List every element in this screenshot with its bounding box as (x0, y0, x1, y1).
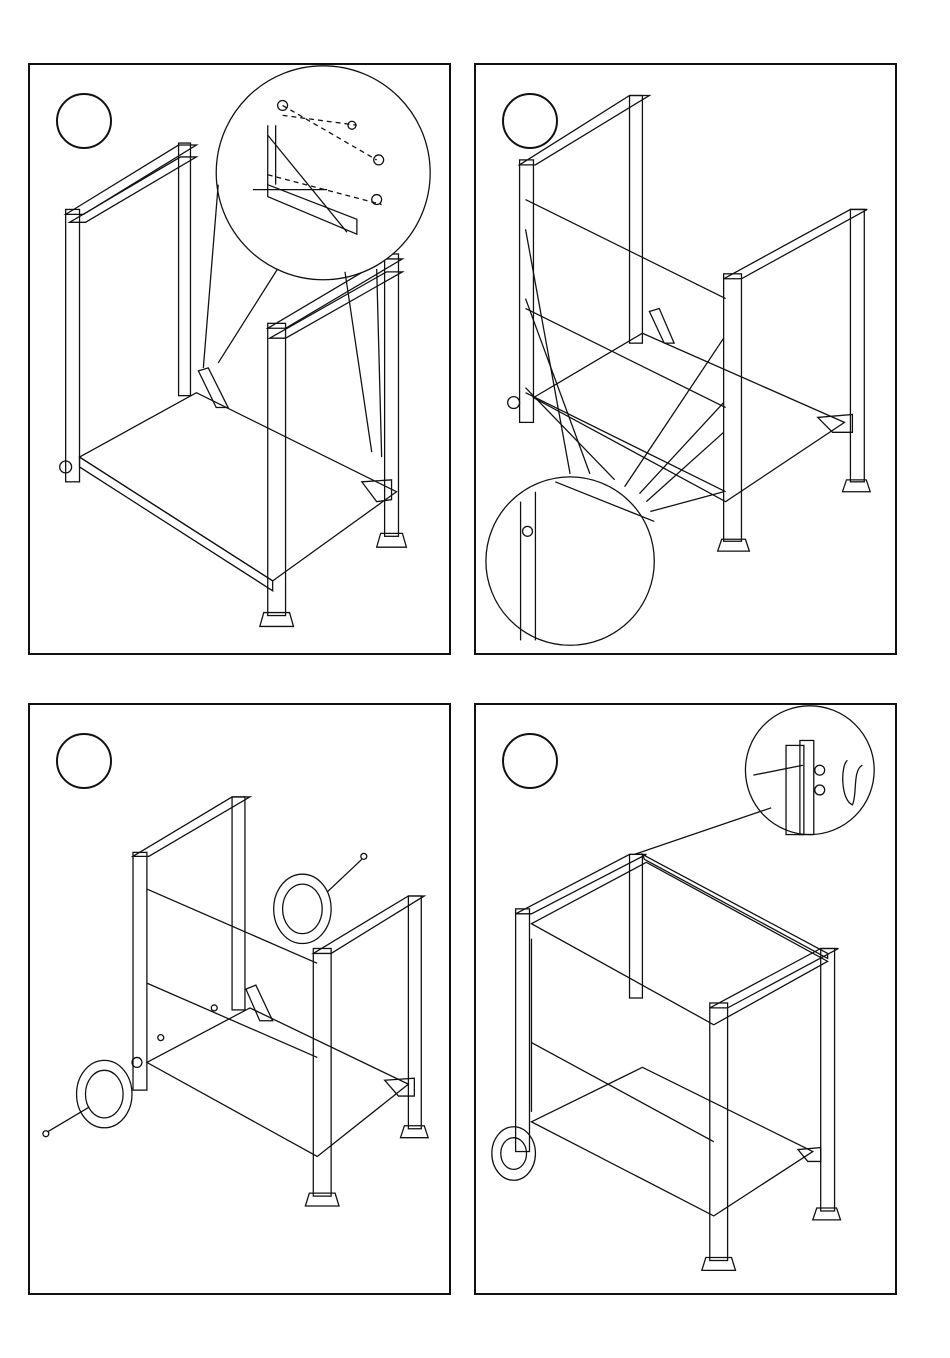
detail-callout (216, 66, 430, 280)
cross-rail (526, 393, 726, 492)
left-front-leg (66, 209, 80, 481)
step-number-circle (502, 733, 558, 789)
right-rear-leg (850, 209, 864, 481)
foot (377, 533, 407, 547)
panel-step-1 (28, 63, 451, 655)
right-front-leg (268, 323, 286, 615)
wheel (492, 1127, 536, 1180)
corner-bracket (818, 414, 853, 432)
right-front-leg (313, 948, 331, 1196)
right-top-rail (724, 209, 868, 278)
corner-bracket (246, 985, 273, 1021)
foot (702, 1258, 736, 1271)
panel-step-4 (474, 703, 897, 1295)
panel-step-2 (474, 63, 897, 655)
panel-step-3 (28, 703, 451, 1295)
step-number-circle (56, 733, 112, 789)
left-top-rail (516, 854, 647, 913)
step-number-circle (56, 93, 112, 149)
cabinet-panel-seam (531, 1043, 713, 1142)
axle-bolt (327, 859, 362, 892)
left-front-leg (133, 852, 147, 1090)
axle-hole (211, 1005, 217, 1011)
left-rear-leg (232, 797, 245, 1010)
left-rear-leg (630, 96, 643, 344)
left-front-leg (520, 160, 534, 422)
bottom-shelf (531, 1067, 812, 1216)
foot (305, 1193, 339, 1206)
right-rear-leg (821, 948, 835, 1210)
diagram-completed-cart (476, 705, 895, 1293)
bottom-shelf (533, 333, 844, 501)
corner-bracket (385, 1078, 415, 1096)
foot (813, 1208, 841, 1220)
diagram-wheels (30, 705, 449, 1293)
left-top-rail (66, 145, 197, 214)
foot (400, 1126, 428, 1138)
diagram-frame-brackets (30, 65, 449, 653)
left-front-leg (516, 909, 530, 1152)
left-rear-leg (179, 143, 191, 396)
cabinet-top-opening (531, 862, 827, 1024)
axle-bolt (48, 1107, 90, 1132)
cross-rail (526, 200, 726, 299)
right-top-rail (313, 896, 424, 953)
top-rear-rail (642, 854, 827, 958)
corner-bracket (198, 368, 228, 408)
bottom-shelf (147, 1008, 409, 1157)
axle-hole (158, 1035, 164, 1041)
detail-callout (486, 477, 654, 645)
step-number-circle (502, 93, 558, 149)
diagram-cross-rails (476, 65, 895, 653)
right-front-leg (710, 1003, 728, 1261)
left-rear-leg (630, 854, 643, 998)
foot (260, 613, 294, 627)
caster-knob (508, 397, 520, 409)
detail-callout (745, 706, 874, 835)
